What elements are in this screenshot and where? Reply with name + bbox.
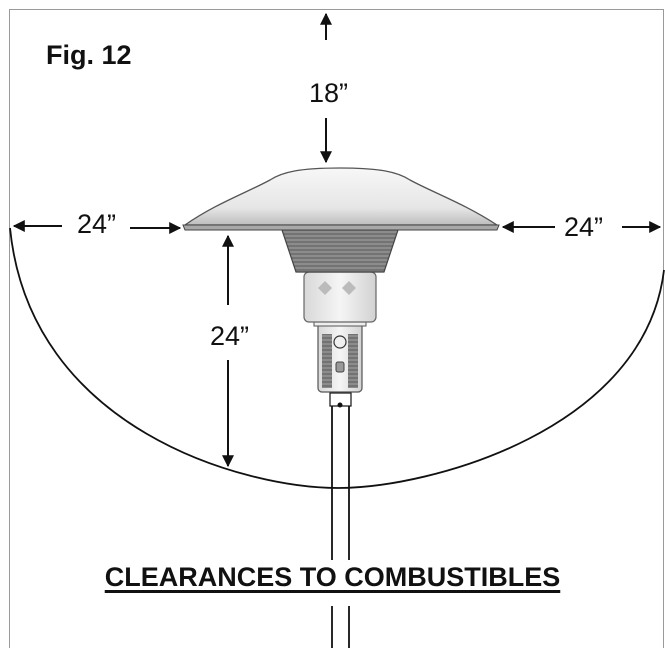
top-clearance-label: 18”: [309, 78, 349, 108]
burner-body: [303, 271, 377, 323]
clearance-arc: [9, 227, 665, 489]
left-clearance-label: 24”: [73, 211, 121, 238]
figure-caption: CLEARANCES TO COMBUSTIBLES: [104, 562, 561, 592]
emitter-screen: [281, 229, 399, 273]
left-clearance-arrow: [12, 220, 182, 234]
heater-pole: [329, 392, 352, 648]
right-clearance-label: 24”: [560, 214, 608, 241]
figure-border: [9, 9, 664, 648]
control-housing: [313, 317, 367, 393]
figure-label: Fig. 12: [46, 40, 132, 70]
vertical-clearance-label: 24”: [206, 321, 254, 352]
caption-background: [60, 560, 610, 606]
reflector-hood: [182, 167, 500, 231]
